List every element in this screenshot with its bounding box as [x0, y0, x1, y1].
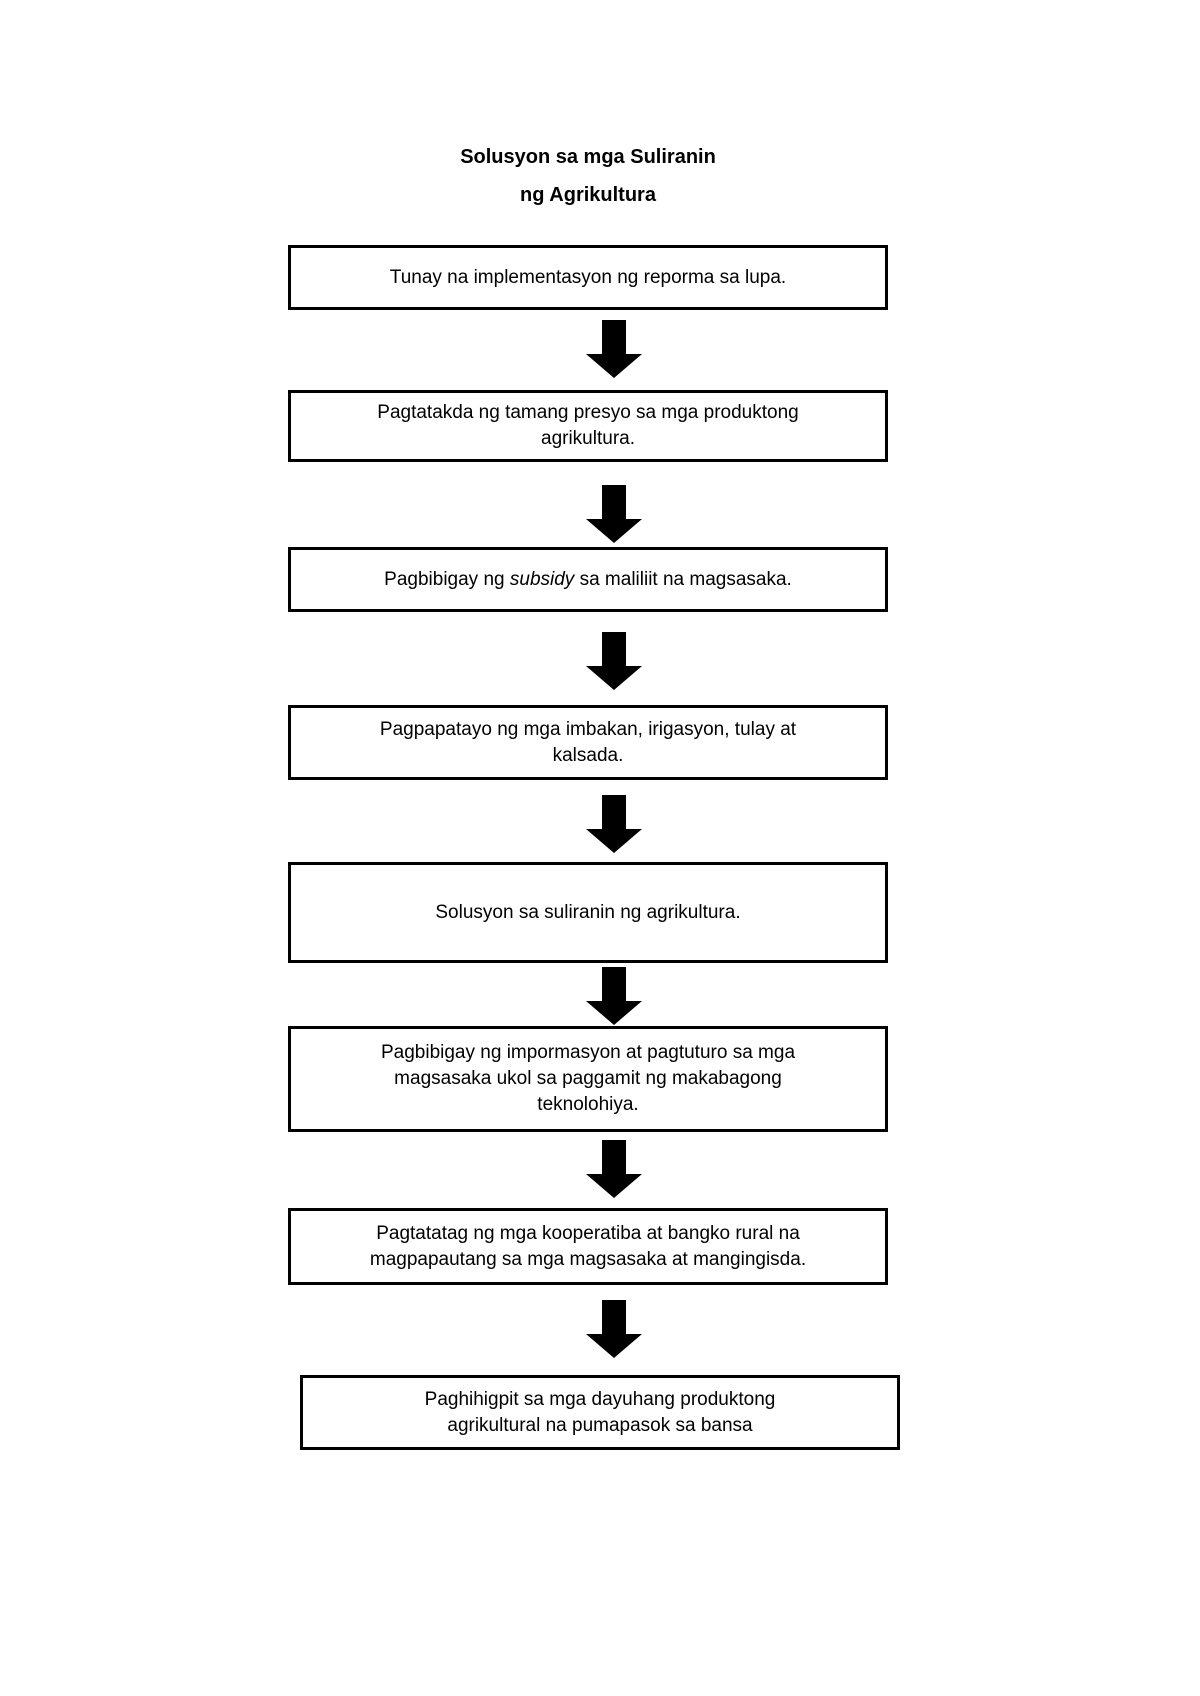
flow-box-5: Solusyon sa suliranin ng agrikultura. [288, 862, 888, 963]
flow-box-2: Pagtatakda ng tamang presyo sa mga produ… [288, 390, 888, 462]
italic-word: subsidy [509, 568, 575, 590]
flow-box-4: Pagpapatayo ng mga imbakan, irigasyon, t… [288, 705, 888, 780]
chart-title: Solusyon sa mga Suliranin ng Agrikultura [288, 138, 888, 214]
flow-box-2-text: Pagtatakda ng tamang presyo sa mga produ… [377, 402, 799, 423]
flow-box-4-text: Pagpapatayo ng mga imbakan, irigasyon, t… [379, 718, 797, 740]
down-arrow-icon [586, 485, 642, 543]
down-arrow-icon [586, 632, 642, 690]
flow-box-3: Pagbibigay ng subsidy sa maliliit na mag… [288, 547, 888, 612]
flow-box-7: Pagtatatag ng mga kooperatiba at bangko … [288, 1208, 888, 1285]
down-arrow-icon [586, 320, 642, 378]
flow-box-5-text: Solusyon sa suliranin ng agrikultura. [435, 901, 741, 923]
title-line-2: ng Agrikultura [520, 184, 656, 206]
title-line-1: Solusyon sa mga Suliranin [460, 146, 716, 168]
flow-box-6-text: Pagbibigay ng impormasyon at pagtuturo s… [380, 1042, 796, 1063]
flow-box-8-text: Paghihigpit sa mga dayuhang produktong [424, 1388, 776, 1410]
flow-box-7-text: Pagtatatag ng mga kooperatiba at bangko … [376, 1222, 800, 1244]
down-arrow-icon [586, 967, 642, 1025]
flow-box-1-text: Tunay na implementasyon ng reporma sa lu… [389, 266, 787, 288]
flow-box-6: Pagbibigay ng impormasyon at pagtuturo s… [288, 1026, 888, 1132]
down-arrow-icon [586, 1298, 642, 1360]
flow-box-1: Tunay na implementasyon ng reporma sa lu… [288, 245, 888, 310]
flow-box-3-text: Pagbibigay ng subsidy sa maliliit na mag… [384, 568, 792, 590]
down-arrow-icon [586, 1140, 642, 1198]
flow-box-8: Paghihigpit sa mga dayuhang produktong a… [300, 1375, 900, 1450]
down-arrow-icon [586, 795, 642, 853]
